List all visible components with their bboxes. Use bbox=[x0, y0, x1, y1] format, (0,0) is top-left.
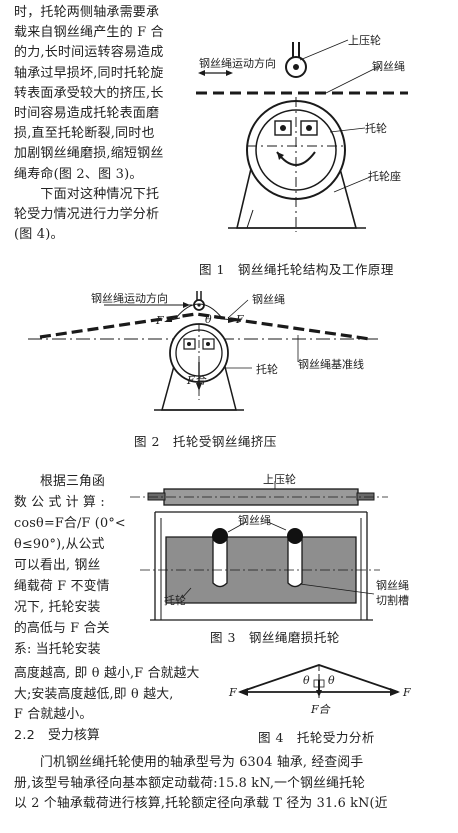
label-theta-right: θ bbox=[328, 674, 335, 687]
text-line: 下面对这种情况下托 bbox=[14, 186, 160, 202]
label-baseline: 钢丝绳基准线 bbox=[298, 358, 364, 371]
text-line: 门机钢丝绳托轮使用的轴承型号为 6304 轴承, 经查阅手 bbox=[14, 755, 364, 770]
arrow-head-icon bbox=[238, 688, 248, 696]
label-motion: 钢丝绳运动方向 bbox=[91, 292, 168, 305]
leader-line bbox=[267, 521, 287, 531]
label-force-right: F bbox=[236, 313, 244, 326]
bolt-icon bbox=[306, 125, 312, 131]
bolt-icon bbox=[280, 125, 286, 131]
figure-3-caption: 图 3 钢丝绳磨损托轮 bbox=[210, 630, 340, 645]
text-line: 时，托轮两侧轴承需要承 bbox=[14, 5, 160, 20]
label-theta-left: θ bbox=[303, 674, 310, 687]
text-line: 载来自钢丝绳产生的 F 合 bbox=[14, 25, 164, 41]
arrow-head-icon bbox=[196, 383, 202, 391]
label-roller: 托轮 bbox=[164, 594, 186, 607]
body-text-bottom-left: 高度越高, 即 θ 越小,F 合就越大 大;安装高度越低,即 θ 越大, F 合… bbox=[14, 664, 227, 746]
text-line: 以 2 个轴承载荷进行核算,托轮额定径向承载 T 径为 31.6 kN(近 bbox=[14, 796, 388, 811]
text-line: 加剧钢丝绳磨损,缩短钢丝 bbox=[14, 146, 164, 162]
leader-line bbox=[181, 587, 192, 599]
seat-edge bbox=[246, 209, 254, 229]
leader-line bbox=[299, 583, 375, 595]
label-force-left: F bbox=[156, 314, 164, 327]
leader-line bbox=[333, 176, 371, 193]
label-rope: 钢丝绳 bbox=[238, 514, 271, 527]
text-line: (图 4)。 bbox=[14, 227, 64, 243]
label-resultant: F合 bbox=[187, 374, 206, 387]
rope-section bbox=[287, 528, 303, 544]
text-line: θ≤90°),从公式 bbox=[14, 537, 105, 552]
label-theta: θ bbox=[205, 313, 212, 326]
bolt-icon bbox=[206, 342, 210, 346]
body-text-mid: 根据三角函 数 公 式 计 算 : cosθ=F合/F (0°< θ≤90°),… bbox=[14, 471, 126, 660]
text-line: 绳载荷 F 不变情 bbox=[14, 579, 110, 594]
rope-line bbox=[39, 312, 371, 341]
label-upper-wheel: 上压轮 bbox=[263, 473, 296, 486]
arrow-head-icon bbox=[277, 152, 284, 160]
label-force-left: F bbox=[229, 686, 237, 699]
section-heading: 2.2 受力核算 bbox=[14, 727, 100, 743]
rope-section bbox=[212, 528, 228, 544]
text-line: 损,直至托轮断裂,同时也 bbox=[14, 126, 155, 142]
text-line: F 合就越小。 bbox=[14, 707, 93, 722]
leader-line bbox=[299, 39, 349, 61]
label-upper-wheel: 上压轮 bbox=[348, 34, 381, 47]
text-line: 轴承过早损坏,同时托轮旋 bbox=[14, 65, 164, 81]
figure-2-caption: 图 2 托轮受钢丝绳挤压 bbox=[134, 434, 277, 449]
axle-end bbox=[356, 492, 375, 501]
leader-line bbox=[227, 521, 247, 533]
label-rope: 钢丝绳 bbox=[252, 293, 285, 306]
figure-4-caption: 图 4 托轮受力分析 bbox=[258, 730, 375, 745]
leader-line bbox=[227, 299, 249, 319]
text-line: 的力,长时间运转容易造成 bbox=[14, 45, 164, 61]
text-line: 轮受力情况进行力学分析 bbox=[14, 207, 160, 223]
arrow-head-icon bbox=[228, 317, 236, 323]
text-line: 高度越高, 即 θ 越小,F 合就越大 bbox=[14, 666, 200, 681]
text-line: 册,该型号轴承径向基本额定动载荷:15.8 kN,一个钢丝绳托轮 bbox=[14, 775, 366, 791]
angle-arc bbox=[175, 303, 223, 319]
label-groove-1: 钢丝绳 bbox=[376, 579, 409, 592]
label-groove-2: 切割槽 bbox=[376, 594, 409, 607]
leader-line bbox=[329, 127, 366, 133]
text-line: 转表面承受较大的挤压,长 bbox=[14, 85, 164, 101]
arrow-head-icon bbox=[183, 302, 190, 308]
text-line: cosθ=F合/F (0°< bbox=[14, 516, 126, 531]
axle-end bbox=[147, 492, 166, 501]
text-line: 绳寿命(图 2、图 3)。 bbox=[14, 166, 143, 182]
text-line: 时间容易造成托轮表面磨 bbox=[14, 106, 160, 122]
arrow-head-icon bbox=[226, 70, 233, 76]
arrow-head-icon bbox=[316, 690, 322, 697]
text-line: 数 公 式 计 算 : bbox=[14, 495, 105, 510]
text-line: 的高低与 F 合关 bbox=[14, 621, 110, 636]
text-line: 可以看出, 钢丝 bbox=[14, 558, 101, 573]
text-line: 大;安装高度越低,即 θ 越大, bbox=[14, 686, 174, 702]
upper-wheel-axle bbox=[293, 64, 299, 70]
text-line: 系: 当托轮安装 bbox=[14, 642, 101, 657]
label-roller: 托轮 bbox=[256, 363, 278, 376]
label-seat: 托轮座 bbox=[368, 170, 401, 183]
figure-1-caption: 图 1 钢丝绳托轮结构及工作原理 bbox=[199, 262, 394, 277]
label-rope: 钢丝绳 bbox=[372, 60, 405, 73]
label-roller: 托轮 bbox=[365, 122, 387, 135]
bolt-icon bbox=[187, 342, 191, 346]
label-resultant: F合 bbox=[311, 703, 330, 716]
right-angle-mark bbox=[313, 679, 325, 688]
label-motion: 钢丝绳运动方向 bbox=[199, 57, 276, 70]
text-line: 况下, 托轮安装 bbox=[14, 600, 101, 615]
leader-line bbox=[325, 65, 381, 94]
arrow-head-icon bbox=[198, 70, 205, 76]
text-line: 根据三角函 bbox=[14, 474, 105, 489]
label-force-right: F bbox=[403, 686, 411, 699]
body-text-bottom: 门机钢丝绳托轮使用的轴承型号为 6304 轴承, 经查阅手 册,该型号轴承径向基… bbox=[14, 753, 388, 815]
body-text-left: 时，托轮两侧轴承需要承 载来自钢丝绳产生的 F 合 的力,长时间运转容易造成 轴… bbox=[14, 3, 164, 245]
arrow-head-icon bbox=[390, 688, 400, 696]
arrow-head-icon bbox=[164, 317, 172, 322]
